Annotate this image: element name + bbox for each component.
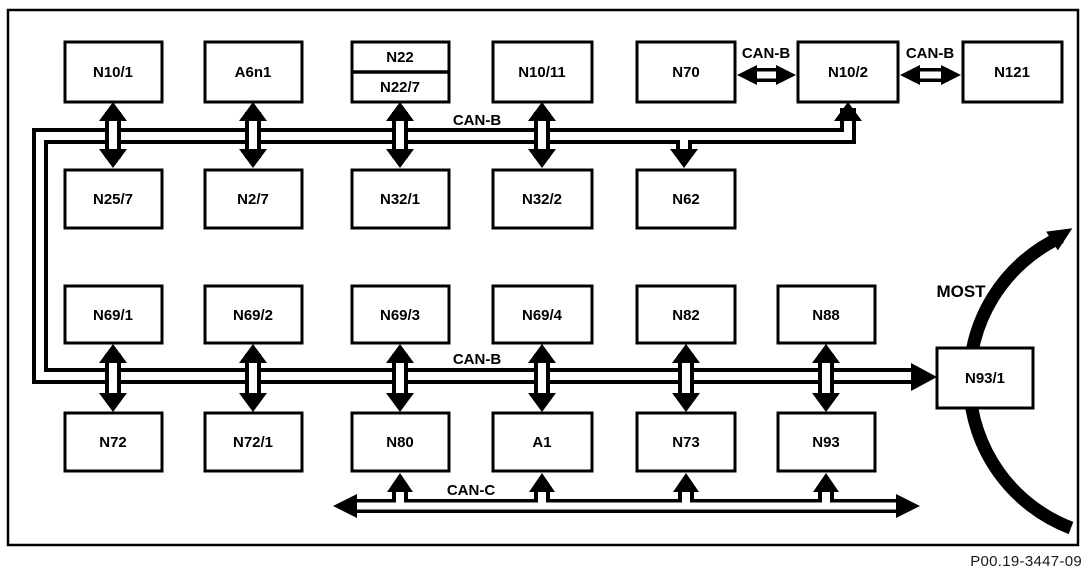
node-label-n69-1: N69/1 xyxy=(93,307,133,324)
node-label-n88: N88 xyxy=(812,307,840,324)
node-a1: A1 xyxy=(491,411,594,473)
node-label-n72: N72 xyxy=(99,434,127,451)
node-label-n69-2: N69/2 xyxy=(233,307,273,324)
part-number-caption: P00.19-3447-09 xyxy=(970,553,1082,570)
node-label-n69-4: N69/4 xyxy=(522,307,563,324)
node-n93: N93 xyxy=(776,411,877,473)
can-b-arrowhead-n62-icon xyxy=(670,149,698,168)
most-label: MOST xyxy=(936,282,986,301)
node-n69-2: N69/2 xyxy=(203,284,304,345)
node-label-n72-1: N72/1 xyxy=(233,434,273,451)
node-n121: N121 xyxy=(961,40,1064,104)
node-n22-n22-7: N22 N22/7 xyxy=(350,40,451,104)
node-n10-1: N10/1 xyxy=(63,40,164,104)
node-label-n80: N80 xyxy=(386,434,414,451)
node-label-n62: N62 xyxy=(672,191,700,208)
node-n80: N80 xyxy=(350,411,451,473)
node-label-n73: N73 xyxy=(672,434,700,451)
node-label-n10-11: N10/11 xyxy=(518,64,566,81)
node-a6n1: A6n1 xyxy=(203,40,304,104)
node-n72: N72 xyxy=(63,411,164,473)
can-b-bottom-label: CAN-B xyxy=(453,351,501,368)
node-label-n22-7: N22/7 xyxy=(380,79,420,96)
node-label-n32-1: N32/1 xyxy=(380,191,420,208)
node-label-n82: N82 xyxy=(672,307,700,324)
node-n69-4: N69/4 xyxy=(491,284,594,345)
node-n88: N88 xyxy=(776,284,877,345)
node-n70: N70 xyxy=(635,40,737,104)
node-n69-3: N69/3 xyxy=(350,284,451,345)
node-label-n25-7: N25/7 xyxy=(93,191,133,208)
can-c-label: CAN-C xyxy=(447,482,495,499)
node-n32-2: N32/2 xyxy=(491,168,594,230)
node-label-n22: N22 xyxy=(386,49,414,66)
can-b-top-label: CAN-B xyxy=(453,112,501,129)
node-label-n121: N121 xyxy=(994,64,1030,81)
node-n82: N82 xyxy=(635,284,737,345)
node-n93-1: N93/1 xyxy=(935,346,1035,410)
node-label-n2-7: N2/7 xyxy=(237,191,269,208)
node-n32-1: N32/1 xyxy=(350,168,451,230)
node-n62: N62 xyxy=(635,168,737,230)
node-label-n69-3: N69/3 xyxy=(380,307,420,324)
can-c-right-arrowhead-icon xyxy=(896,494,920,518)
node-label-n93-1: N93/1 xyxy=(965,370,1005,387)
node-n10-2: N10/2 xyxy=(796,40,900,104)
can-b-n70-n10-2-label: CAN-B xyxy=(742,45,790,62)
node-n25-7: N25/7 xyxy=(63,168,164,230)
node-n69-1: N69/1 xyxy=(63,284,164,345)
node-label-n10-1: N10/1 xyxy=(93,64,133,81)
node-label-n10-2: N10/2 xyxy=(828,64,868,81)
most-arc-arrowhead-icon xyxy=(1046,228,1073,251)
node-n72-1: N72/1 xyxy=(203,411,304,473)
node-n73: N73 xyxy=(635,411,737,473)
node-label-n70: N70 xyxy=(672,64,700,81)
can-b-bus-interior xyxy=(36,105,921,380)
can-b-arrowhead-n10-2-icon xyxy=(834,102,862,121)
node-label-a6n1: A6n1 xyxy=(235,64,272,81)
node-n10-11: N10/11 xyxy=(491,40,594,104)
arrowheads xyxy=(99,65,961,518)
node-label-a1: A1 xyxy=(532,434,551,451)
can-b-n10-2-n121-label: CAN-B xyxy=(906,45,954,62)
node-label-n32-2: N32/2 xyxy=(522,191,562,208)
can-c-left-arrowhead-icon xyxy=(333,494,357,518)
node-label-n93: N93 xyxy=(812,434,840,451)
can-b-arrowhead-n93-1-icon xyxy=(911,363,937,391)
node-n2-7: N2/7 xyxy=(203,168,304,230)
